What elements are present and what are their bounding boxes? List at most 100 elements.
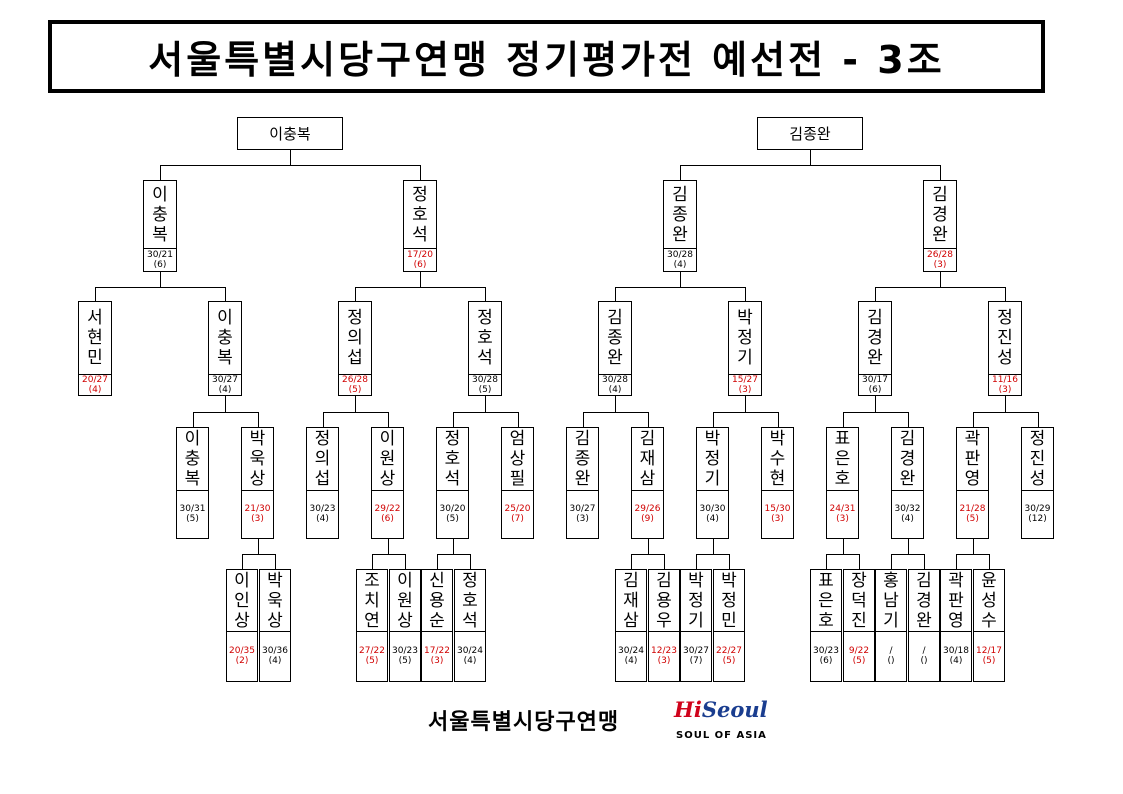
logo-seoul-text: Seoul [701,697,768,722]
score-value: 29/22 [374,504,401,514]
player-score: 30/28(4) [664,248,696,271]
score-value: 25/20 [504,504,531,514]
bracket-line [1038,412,1039,427]
bracket-line [453,539,454,554]
bracket-line [989,554,990,569]
score-value: 21/28 [959,504,986,514]
score-value: 15/30 [764,504,791,514]
player-score: 27/22(5) [357,631,387,681]
bracket-line [615,287,746,288]
bracket-line [713,412,779,413]
rank-value: (5) [365,656,379,666]
rank-value: (4) [624,656,638,666]
bracket-line [518,412,519,427]
bracket-header-right: 김종완 [757,117,863,150]
player-score: 30/23(6) [811,631,841,681]
bracket-line [859,554,860,569]
rank-value: () [887,656,895,666]
bracket-line [875,287,876,301]
rank-value: (4) [949,656,963,666]
bracket-line [891,554,925,555]
bracket-line [696,554,730,555]
player-score: 30/24(4) [455,631,485,681]
rank-value: (2) [235,656,249,666]
player-score: /() [909,631,939,681]
player-score: 30/21(6) [144,248,176,271]
player-score: 15/27(3) [729,374,761,395]
bracket-line [405,554,406,569]
bracket-line [924,554,925,569]
rank-value: (3) [933,259,947,270]
score-value: 27/22 [359,646,385,656]
rank-value: (7) [689,656,703,666]
rank-value: (4) [218,384,232,395]
bracket-line [843,412,844,427]
score-value: 30/23 [813,646,839,656]
player-score: 30/28(5) [469,374,501,395]
player-score: /() [876,631,906,681]
bracket-line [160,165,161,180]
bracket-line [583,412,584,427]
bracket-line [485,396,486,412]
bracket-line [729,554,730,569]
bracket-line [940,272,941,287]
score-value: 30/24 [618,646,644,656]
score-value: 9/22 [848,646,870,656]
score-value: 30/36 [262,646,288,656]
rank-value: (6) [868,384,882,395]
bracket-line [193,412,259,413]
rank-value: (3) [657,656,671,666]
rank-value: (3) [836,514,849,524]
player-score: 30/23(4) [307,490,338,538]
rank-value: (5) [852,656,866,666]
bracket-line [908,539,909,554]
logo-tagline: SOUL OF ASIA [676,730,767,741]
player-score: 30/20(5) [437,490,468,538]
score-value: 17/22 [424,646,450,656]
page-title: 서울특별시당구연맹 정기평가전 예선전 - 3조 [148,38,945,82]
rank-value: (4) [608,384,622,395]
title-box: 서울특별시당구연맹 정기평가전 예선전 - 3조 [48,20,1045,93]
rank-value: (6) [381,514,394,524]
bracket-line [95,287,226,288]
player-score: 24/31(3) [827,490,858,538]
player-score: 22/27(5) [714,631,744,681]
rank-value: (9) [641,514,654,524]
score-value: 17/20 [407,249,433,260]
player-score: 30/18(4) [941,631,971,681]
rank-value: (12) [1028,514,1047,524]
score-value: 12/23 [651,646,677,656]
score-value: 30/21 [147,249,173,260]
bracket-line [956,554,957,569]
bracket-line [680,165,681,180]
score-value: 30/31 [179,504,206,514]
footer-org-name: 서울특별시당구연맹 [428,710,620,735]
score-value: 30/28 [602,374,628,385]
bracket-line [323,412,389,413]
rank-value: (7) [511,514,524,524]
bracket-line [453,412,454,427]
bracket-line [875,396,876,412]
